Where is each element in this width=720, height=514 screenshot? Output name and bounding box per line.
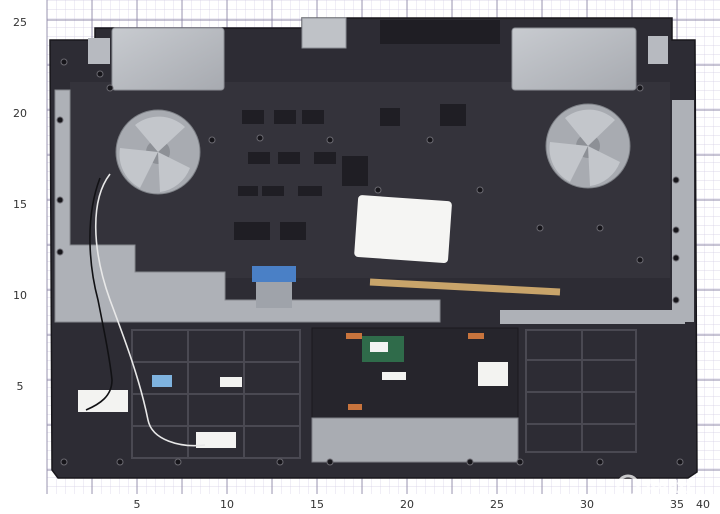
screw-hole	[106, 84, 114, 92]
screw-hole	[96, 70, 104, 78]
screw-hole	[174, 458, 182, 466]
screw-hole	[56, 248, 64, 256]
screw-hole	[516, 458, 524, 466]
screw-hole	[636, 256, 644, 264]
antenna-pad	[196, 432, 236, 448]
metal-hinge-right	[648, 36, 668, 64]
touchpad-bracket	[311, 417, 519, 463]
screw-hole	[672, 254, 680, 262]
screw-hole	[476, 186, 484, 194]
screw-hole	[60, 58, 68, 66]
screw-hole	[276, 458, 284, 466]
x-tick-label: 10	[220, 498, 234, 511]
blue-tag	[152, 375, 172, 387]
wifi-sticker	[78, 390, 128, 412]
metal-hinge-left	[88, 38, 110, 64]
y-tick-label: 20	[13, 107, 27, 120]
warranty-sticker	[354, 195, 452, 264]
screw-hole	[56, 116, 64, 124]
metal-bracket-right	[511, 27, 637, 91]
ribbon-cable	[252, 266, 296, 308]
y-tick-label: 5	[17, 380, 24, 393]
qr-sticker	[478, 362, 508, 386]
flex-cable	[369, 278, 561, 296]
antenna-wires	[85, 173, 206, 447]
screw-hole	[256, 134, 264, 142]
screw-hole	[672, 226, 680, 234]
screw-hole	[596, 458, 604, 466]
watermark-logo-icon	[616, 474, 640, 498]
y-tick-label: 10	[13, 289, 27, 302]
x-tick-label: 15	[310, 498, 324, 511]
screw-hole	[672, 296, 680, 304]
x-scale: 5 10 15 20 25 30 35 40	[134, 498, 711, 511]
keyboard-slots	[234, 20, 500, 240]
screw-hole	[56, 196, 64, 204]
metal-top-clip	[301, 17, 347, 49]
screw-hole	[326, 458, 334, 466]
screw-holes	[56, 58, 684, 466]
screw-hole	[536, 224, 544, 232]
metal-bracket-left	[111, 27, 225, 91]
x-tick-label: 30	[580, 498, 594, 511]
small-sticker	[382, 372, 406, 380]
screw-hole	[60, 458, 68, 466]
laptop-top-case	[49, 17, 698, 479]
speaker-ribs-left	[131, 329, 301, 459]
metal-frame-bottom-right	[500, 310, 685, 324]
y-scale: 25 20 15 10 5	[13, 16, 27, 393]
speaker-ribs-right	[525, 329, 637, 453]
screw-hole	[208, 136, 216, 144]
screw-hole	[672, 176, 680, 184]
x-tick-label: 5	[134, 498, 141, 511]
x-tick-label: 40	[696, 498, 710, 511]
screw-hole	[426, 136, 434, 144]
serial-sticker	[220, 377, 242, 387]
fan-left	[115, 109, 201, 195]
fan-right	[545, 103, 631, 189]
screw-hole	[374, 186, 382, 194]
metal-frame-left	[54, 89, 441, 323]
x-tick-label: 25	[490, 498, 504, 511]
x-tick-label: 35	[670, 498, 684, 511]
touchpad-board	[362, 336, 404, 362]
watermark-text: Avito	[644, 477, 691, 498]
screw-hole	[596, 224, 604, 232]
screw-hole	[326, 136, 334, 144]
x-tick-label: 20	[400, 498, 414, 511]
watermark: Avito	[616, 474, 691, 498]
metal-frame-right	[672, 100, 694, 322]
screw-hole	[116, 458, 124, 466]
screw-hole	[466, 458, 474, 466]
screw-hole	[676, 458, 684, 466]
copper-pads	[346, 333, 484, 410]
screw-hole	[636, 84, 644, 92]
y-tick-label: 15	[13, 198, 27, 211]
y-tick-label: 25	[13, 16, 27, 29]
